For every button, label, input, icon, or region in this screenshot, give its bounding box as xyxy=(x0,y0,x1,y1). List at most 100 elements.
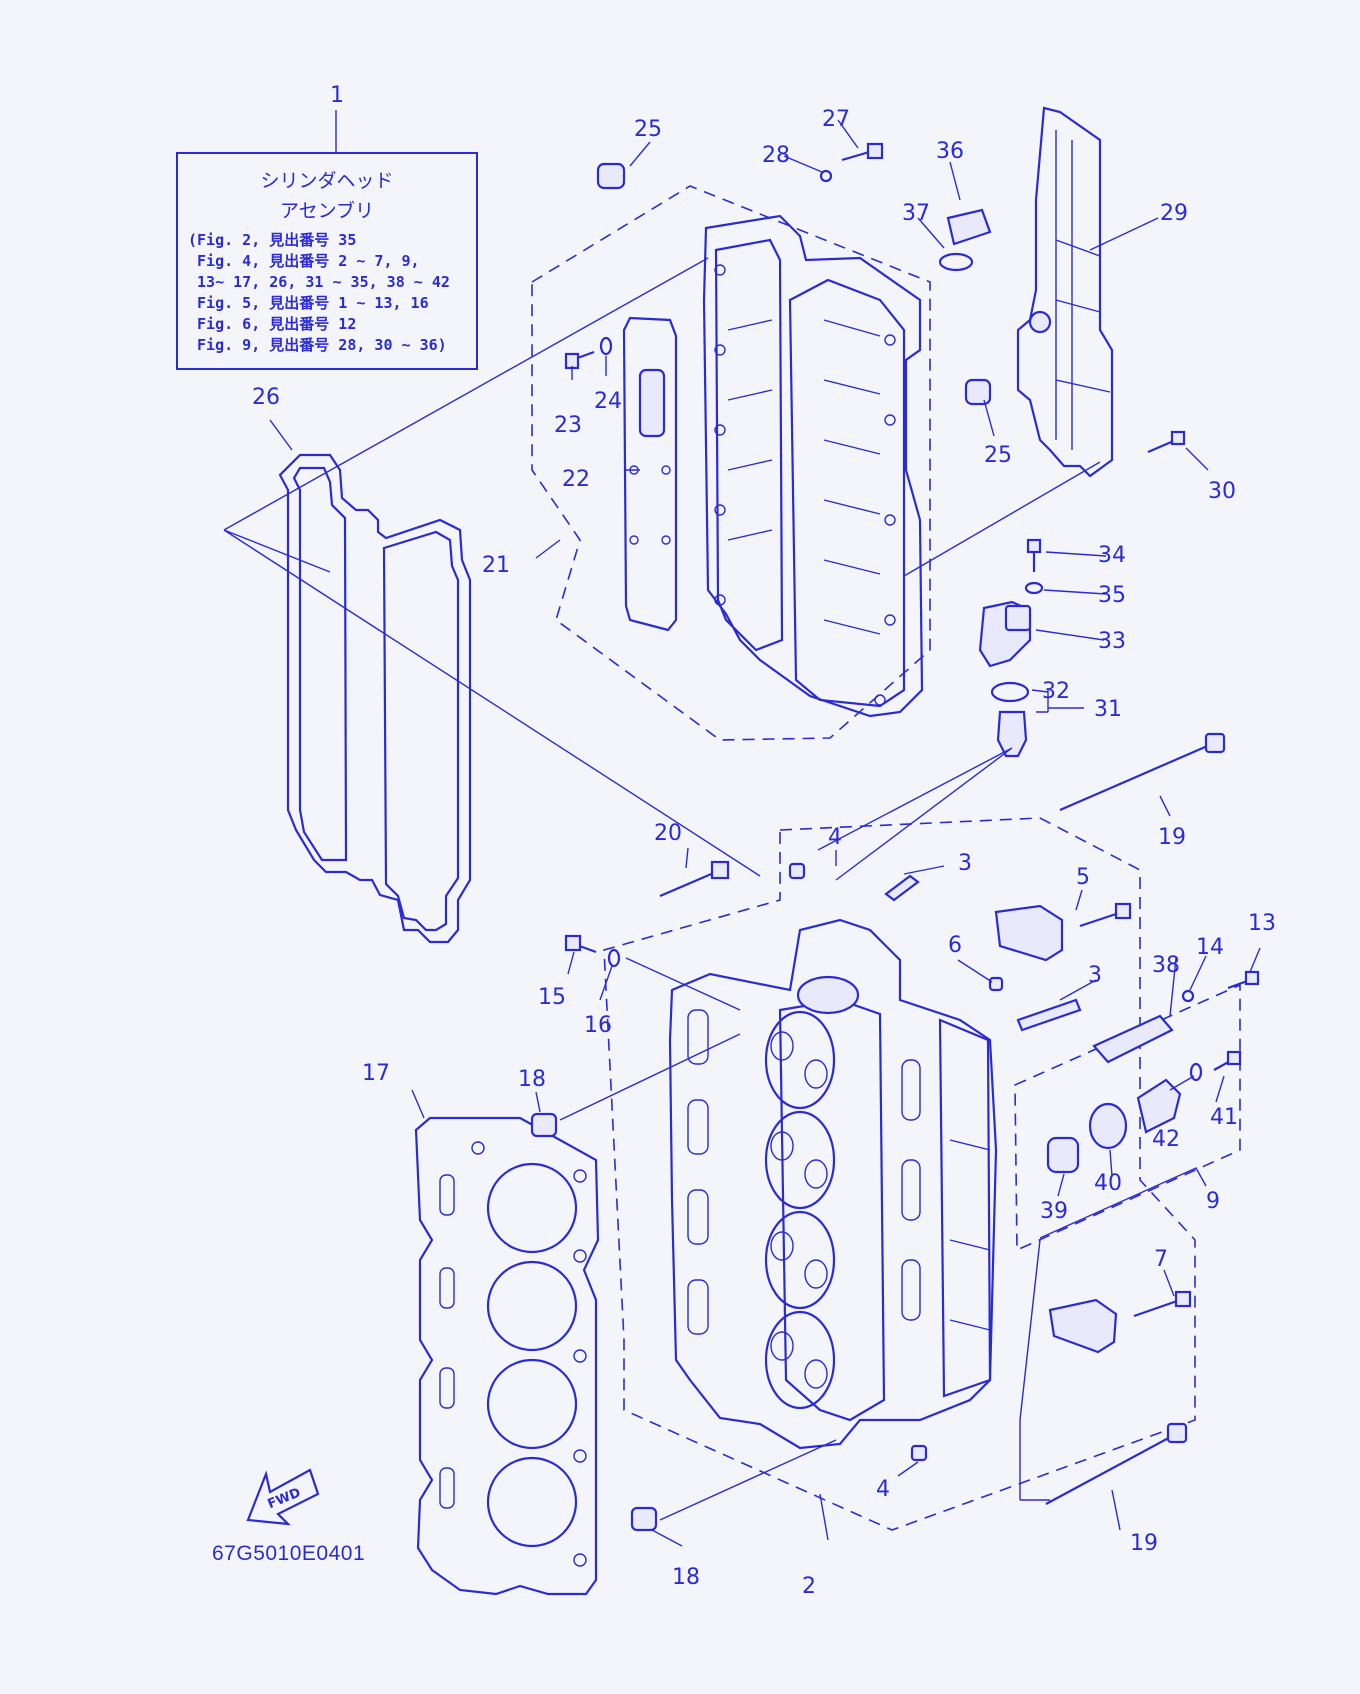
dowel-3-right xyxy=(1016,998,1082,1032)
callout-13: 13 xyxy=(1248,911,1276,936)
head-gasket-bore-4 xyxy=(486,1456,578,1548)
callout-23: 23 xyxy=(554,413,582,438)
callout-19a: 19 xyxy=(1158,825,1186,850)
callout-3a: 3 xyxy=(958,851,972,876)
dowel-18-bottom xyxy=(630,1506,658,1532)
callout-22: 22 xyxy=(562,467,590,492)
callout-4a: 4 xyxy=(828,825,842,850)
head-gasket-bore-2 xyxy=(486,1260,578,1352)
bolt-27 xyxy=(841,142,884,162)
callout-24: 24 xyxy=(594,389,622,414)
washer-28 xyxy=(819,169,833,183)
group-outline-21 xyxy=(531,185,931,741)
alignment-lines xyxy=(223,257,1101,1521)
callout-25a: 25 xyxy=(634,117,662,142)
washer-24 xyxy=(599,336,613,356)
callout-16: 16 xyxy=(584,1013,612,1038)
gasket-32 xyxy=(990,681,1030,703)
dowel-18-top xyxy=(530,1112,558,1138)
callout-7: 7 xyxy=(1154,1247,1168,1272)
figure-reference-line: (Fig. 2, 見出番号 35 xyxy=(188,231,357,249)
combustion-chamber-1 xyxy=(764,1010,836,1110)
plug-4-bottom xyxy=(910,1444,928,1462)
plug-4-top xyxy=(788,862,806,880)
figure-reference-line: Fig. 9, 見出番号 28, 30 ~ 36) xyxy=(188,336,447,354)
cap-25-top xyxy=(596,162,626,190)
callout-18b: 18 xyxy=(672,1565,700,1590)
figure-reference-line: Fig. 4, 見出番号 2 ~ 7, 9, xyxy=(188,252,420,270)
washer-16 xyxy=(607,948,621,968)
head-gasket-bore-3 xyxy=(486,1358,578,1450)
callout-5: 5 xyxy=(1076,865,1090,890)
dowel-3-top xyxy=(884,874,920,902)
callout-27: 27 xyxy=(822,107,850,132)
callout-21: 21 xyxy=(482,553,510,578)
callout-36: 36 xyxy=(936,139,964,164)
combustion-chamber-4 xyxy=(764,1310,836,1410)
callout-15: 15 xyxy=(538,985,566,1010)
combustion-chamber-3 xyxy=(764,1210,836,1310)
callout-37: 37 xyxy=(902,201,930,226)
figure-references: (Fig. 2, 見出番号 35 Fig. 4, 見出番号 2 ~ 7, 9, … xyxy=(188,230,476,356)
washer-42 xyxy=(1189,1062,1203,1082)
callout-40: 40 xyxy=(1094,1171,1122,1196)
callout-41: 41 xyxy=(1210,1105,1238,1130)
head-boss xyxy=(796,975,860,1015)
callout-29: 29 xyxy=(1160,201,1188,226)
cylinder-head-body xyxy=(668,918,998,1450)
callout-25b: 25 xyxy=(984,443,1012,468)
valve-cover-gasket-outer xyxy=(278,453,472,944)
bolt-15 xyxy=(564,934,597,954)
valve-cover-right-channel xyxy=(788,278,906,708)
holder-7 xyxy=(1048,1290,1192,1354)
holder-5 xyxy=(994,902,1132,962)
valve-cover-left-channel xyxy=(714,238,784,652)
group-outline-9 xyxy=(1014,983,1241,1252)
washer-14 xyxy=(1181,989,1195,1003)
bolt-23 xyxy=(564,350,595,370)
callout-3b: 3 xyxy=(1088,963,1102,988)
cover-plate xyxy=(622,316,678,632)
assembly-reference-box: シリンダヘッド アセンブリ (Fig. 2, 見出番号 35 Fig. 4, 見… xyxy=(176,152,478,370)
seal-40 xyxy=(1088,1102,1128,1150)
pin-6 xyxy=(988,976,1004,992)
callout-2: 2 xyxy=(802,1574,816,1599)
valve-cover-gasket-inner-right xyxy=(382,530,460,932)
callout-26: 26 xyxy=(252,385,280,410)
callout-31: 31 xyxy=(1094,697,1122,722)
callout-4b: 4 xyxy=(876,1477,890,1502)
sensor-38 xyxy=(1092,1014,1174,1064)
bracket-29 xyxy=(1016,106,1114,478)
diagram-code: 67G5010E0401 xyxy=(212,1542,366,1565)
callout-39: 39 xyxy=(1040,1199,1068,1224)
valve-cover-body xyxy=(702,214,924,718)
sensor-33 xyxy=(978,600,1032,668)
leader-lines xyxy=(269,110,1261,1547)
figure-reference-line: 13~ 17, 26, 31 ~ 35, 38 ~ 42 xyxy=(188,273,450,291)
housing-9 xyxy=(1136,1078,1182,1134)
callout-18a: 18 xyxy=(518,1067,546,1092)
bolt-41 xyxy=(1213,1050,1242,1071)
head-gasket-bore-1 xyxy=(486,1162,578,1254)
callout-1: 1 xyxy=(330,83,344,108)
washer-35 xyxy=(1024,581,1044,595)
callout-28: 28 xyxy=(762,143,790,168)
callout-34: 34 xyxy=(1098,543,1126,568)
assembly-title-line2: アセンブリ xyxy=(279,200,375,222)
callout-42: 42 xyxy=(1152,1127,1180,1152)
fitting-31 xyxy=(996,710,1028,758)
filler-cap-36 xyxy=(946,208,992,246)
callout-labels: 1 2 3 3 4 4 5 6 7 9 13 14 15 16 17 18 18… xyxy=(252,83,1276,1599)
spacer-39 xyxy=(1046,1136,1080,1174)
fwd-label: FWD xyxy=(266,1485,303,1512)
stud-19-bottom xyxy=(1045,1422,1188,1505)
callout-30: 30 xyxy=(1208,479,1236,504)
bolt-30 xyxy=(1147,430,1186,454)
cap-25-right xyxy=(964,378,992,406)
callout-6: 6 xyxy=(948,933,962,958)
callout-32: 32 xyxy=(1042,679,1070,704)
o-ring-37 xyxy=(938,252,974,272)
bolt-13 xyxy=(1227,970,1260,990)
